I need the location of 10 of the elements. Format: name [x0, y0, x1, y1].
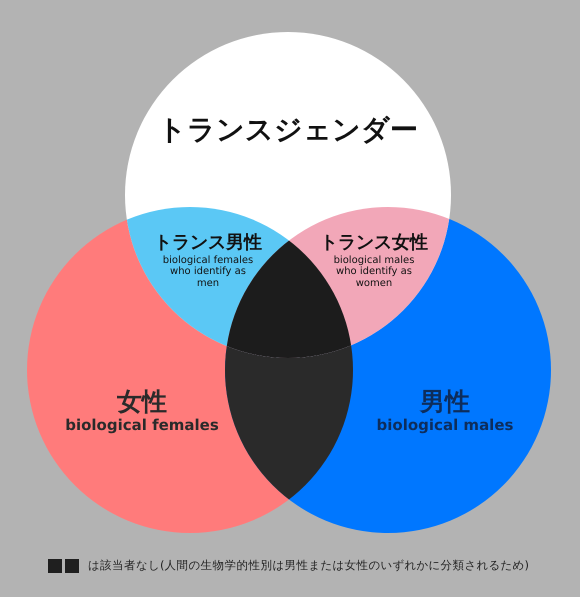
region-heading: 女性	[117, 386, 167, 418]
region-description: biological males	[376, 417, 514, 434]
region-heading: トランスジェンダー	[158, 112, 418, 147]
region-description: biological males who identify as women	[332, 254, 416, 289]
legend-note: は該当者なし(人間の生物学的性別は男性または女性のいずれかに分類されるため)	[88, 558, 529, 573]
region-heading: 男性	[420, 386, 470, 418]
region-heading: トランス女性	[320, 232, 428, 254]
region-description: biological females who identify as men	[162, 254, 254, 289]
region-heading: トランス男性	[154, 232, 262, 254]
region-description: biological females	[64, 417, 220, 434]
